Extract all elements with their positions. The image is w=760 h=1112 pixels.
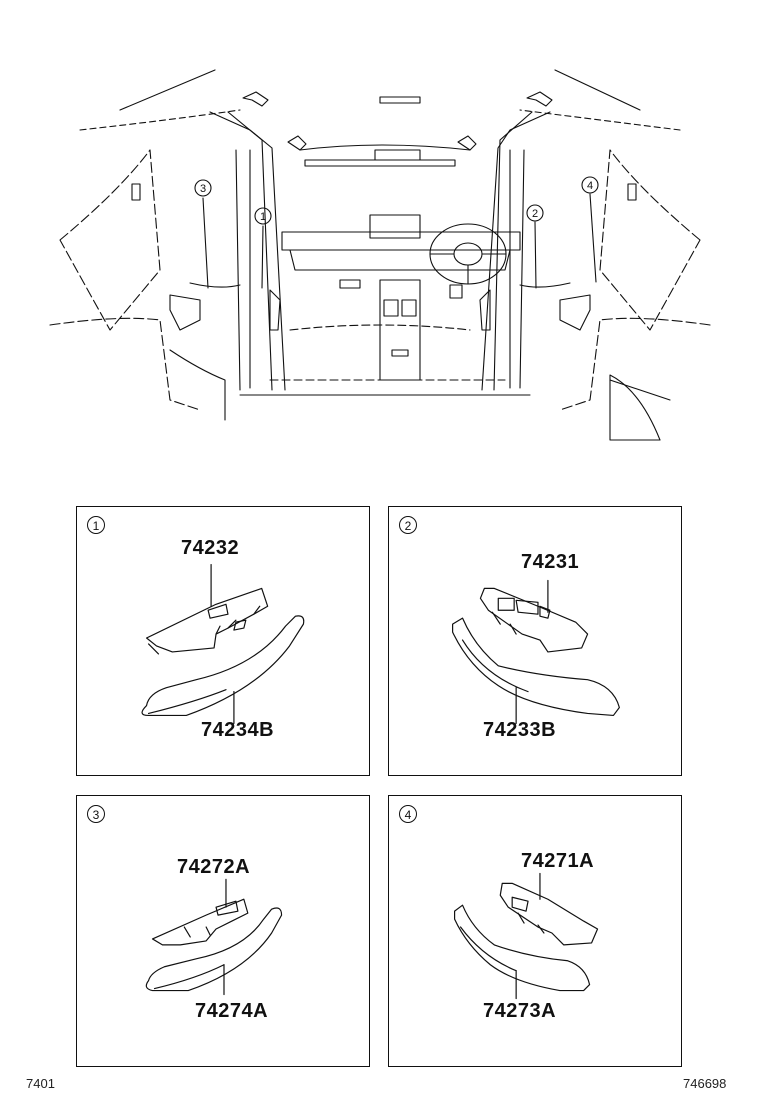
panel-3-index: 3 <box>87 805 105 823</box>
part-number-upper: 74231 <box>521 551 580 573</box>
part-number-lower: 74234B <box>201 719 275 741</box>
part-number-upper: 74272A <box>177 856 251 878</box>
callout-2-circle <box>526 204 544 222</box>
panel-2-index: 2 <box>399 516 417 534</box>
part-number-lower: 74233B <box>483 719 557 741</box>
part-number-upper: 74271A <box>521 850 595 872</box>
callout-1-label: 1 <box>260 211 266 223</box>
detail-panel-4: 4 74271A 74273A <box>388 795 682 1067</box>
callout-2-label: 2 <box>532 208 538 220</box>
part-number-lower: 74274A <box>195 1000 269 1022</box>
part-number-upper: 74232 <box>181 537 240 559</box>
callout-1-circle <box>254 207 272 225</box>
detail-panel-1: 1 74232 74234B <box>76 506 370 776</box>
part-number-lower: 74273A <box>483 1000 557 1022</box>
illustration-code-right: 746698 <box>683 1076 727 1091</box>
detail-panel-3: 3 74272A 74274A <box>76 795 370 1067</box>
callout-3-circle <box>194 179 212 197</box>
detail-panel-2: 2 74231 74233B <box>388 506 682 776</box>
panel-4-index: 4 <box>399 805 417 823</box>
callout-4-circle <box>581 176 599 194</box>
vehicle-interior-overview: 3 1 2 4 <box>49 69 711 441</box>
callout-4-label: 4 <box>587 180 593 192</box>
panel-1-index: 1 <box>87 516 105 534</box>
callout-3-label: 3 <box>200 183 206 195</box>
page-code-left: 7401 <box>26 1076 55 1091</box>
